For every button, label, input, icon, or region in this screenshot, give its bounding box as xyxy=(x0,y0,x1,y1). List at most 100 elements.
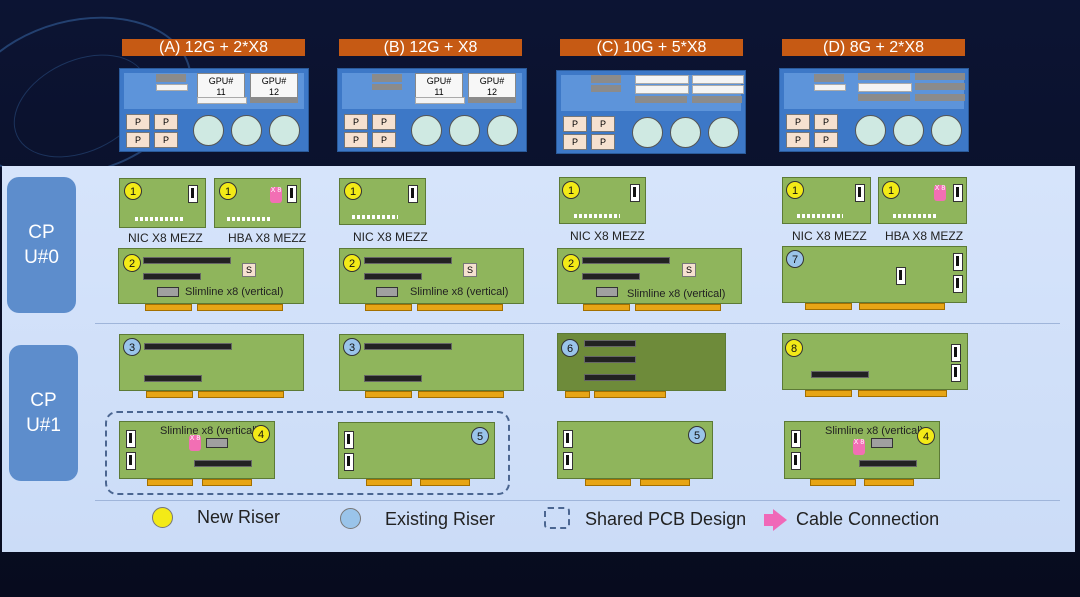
drive-block xyxy=(156,84,188,91)
gold-finger xyxy=(147,479,193,486)
psu-box: P xyxy=(563,134,587,150)
hba-label: HBA X8 MEZZ xyxy=(885,229,964,243)
slimline-connector xyxy=(376,287,398,297)
card-pins xyxy=(135,217,185,221)
drive-block xyxy=(915,73,965,80)
slimline-label: Slimline x8 (vertical) xyxy=(185,286,284,298)
drive-block xyxy=(591,75,621,83)
riser-badge-new: 2 xyxy=(562,254,580,272)
pcie-slot xyxy=(364,375,422,382)
pcie-slot xyxy=(811,371,869,378)
legend-cable-connection: Cable Connection xyxy=(796,509,940,529)
divider xyxy=(95,323,1060,324)
vertical-connector xyxy=(188,185,198,203)
riser-badge-new: 1 xyxy=(219,182,237,200)
pcie-slot xyxy=(144,343,232,350)
cpu1-label: CPU#1 xyxy=(9,345,78,481)
vertical-connector xyxy=(126,430,136,448)
legend-shared-pcb-icon xyxy=(544,507,570,529)
cable-connection-icon: X 8 xyxy=(853,439,865,455)
cpu0-label: CPU#0 xyxy=(7,177,76,313)
vertical-connector xyxy=(126,452,136,470)
psu-box: P xyxy=(814,114,838,130)
vertical-connector xyxy=(408,185,418,203)
nic-label: NIC X8 MEZZ xyxy=(353,230,428,244)
psu-box: P xyxy=(563,116,587,132)
config-title-a: (A) 12G + 2*X8 xyxy=(122,39,305,56)
riser-card xyxy=(557,421,713,479)
gold-finger xyxy=(366,479,412,486)
gold-finger xyxy=(145,304,192,311)
riser-badge-existing: 3 xyxy=(343,338,361,356)
drive-block xyxy=(858,73,910,80)
s-box: S xyxy=(463,263,477,277)
drive-block xyxy=(814,74,844,82)
pcie-slot xyxy=(859,460,917,467)
pcie-slot xyxy=(364,257,452,264)
slimline-label: Slimline x8 (vertical) xyxy=(410,286,509,298)
vertical-connector xyxy=(951,364,961,382)
psu-box: P xyxy=(344,114,368,130)
drive-block xyxy=(250,97,298,103)
fan-icon xyxy=(708,117,739,148)
psu-box: P xyxy=(786,114,810,130)
riser-badge-new: 1 xyxy=(786,181,804,199)
riser-badge-new: 1 xyxy=(882,181,900,199)
pcie-slot xyxy=(364,343,452,350)
drive-block xyxy=(415,97,465,104)
pcie-slot xyxy=(143,273,201,280)
gold-finger xyxy=(805,303,852,310)
hba-label: HBA X8 MEZZ xyxy=(228,231,307,245)
vertical-connector xyxy=(896,267,906,285)
gold-finger xyxy=(146,391,193,398)
legend-existing-riser: Existing Riser xyxy=(385,509,496,529)
drive-block xyxy=(635,75,689,84)
slimline-connector xyxy=(871,438,893,448)
riser-badge-existing: 6 xyxy=(561,339,579,357)
vertical-connector xyxy=(953,275,963,293)
legend-existing-riser-icon xyxy=(340,508,361,529)
fan-icon xyxy=(231,115,262,146)
vertical-connector xyxy=(344,453,354,471)
fan-icon xyxy=(449,115,480,146)
fan-icon xyxy=(670,117,701,148)
fan-icon xyxy=(931,115,962,146)
riser-badge-new: 8 xyxy=(785,339,803,357)
card-pins xyxy=(893,214,937,218)
config-title-b: (B) 12G + X8 xyxy=(339,39,522,56)
s-box: S xyxy=(682,263,696,277)
gold-finger xyxy=(594,391,666,398)
vertical-connector xyxy=(630,184,640,202)
riser-card: S Slimline x8 (vertical) xyxy=(557,248,742,304)
riser-badge-new: 1 xyxy=(344,182,362,200)
legend-new-riser: New Riser xyxy=(197,507,281,527)
gold-finger xyxy=(858,390,947,397)
slimline-label: Slimline x8 (vertical) xyxy=(160,425,259,437)
legend-new-riser-icon xyxy=(152,507,173,528)
nic-label: NIC X8 MEZZ xyxy=(128,231,203,245)
pcie-slot xyxy=(144,375,202,382)
card-pins xyxy=(797,214,843,218)
riser-card: S Slimline x8 (vertical) xyxy=(118,248,304,304)
config-title-d: (D) 8G + 2*X8 xyxy=(782,39,965,56)
riser-card xyxy=(557,333,726,391)
riser-badge-existing: 7 xyxy=(786,250,804,268)
riser-card xyxy=(339,334,524,391)
chassis-b: GPU#11 GPU#12 P P P P xyxy=(337,68,527,152)
psu-box: P xyxy=(126,132,150,148)
slimline-label: Slimline x8 (vertical) xyxy=(825,425,924,437)
gold-finger xyxy=(864,479,914,486)
fan-icon xyxy=(193,115,224,146)
cable-connection-icon: X 8 xyxy=(270,187,282,203)
riser-badge-new: 2 xyxy=(123,254,141,272)
slimline-connector xyxy=(206,438,228,448)
psu-box: P xyxy=(591,134,615,150)
drive-block xyxy=(692,85,744,94)
riser-card xyxy=(338,422,495,479)
gold-finger xyxy=(810,479,856,486)
gold-finger xyxy=(583,304,630,311)
drive-block xyxy=(915,94,965,101)
gold-finger xyxy=(640,479,690,486)
legend-cable-arrow-icon xyxy=(773,509,787,531)
gold-finger xyxy=(585,479,631,486)
